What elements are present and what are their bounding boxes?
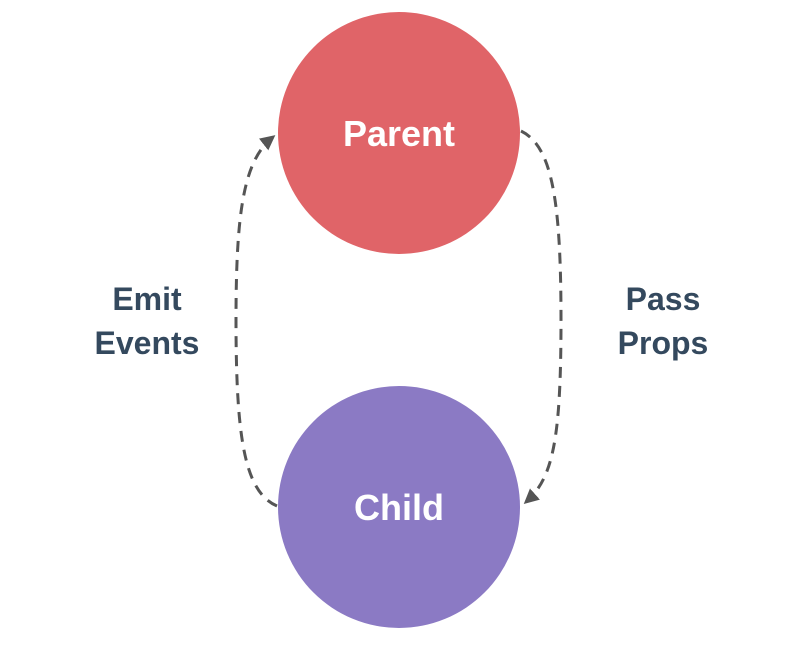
emit-events-edge: Emit Events — [95, 135, 278, 508]
child-node: Child — [278, 386, 520, 628]
pass-props-arrow — [520, 129, 563, 504]
parent-circle — [278, 12, 520, 254]
pass-props-label-line2: Props — [618, 325, 709, 361]
parent-node: Parent — [278, 12, 520, 254]
pass-props-edge: Pass Props — [520, 129, 709, 504]
child-circle — [278, 386, 520, 628]
child-label: Child — [354, 487, 444, 528]
pass-props-label-line1: Pass — [626, 281, 701, 317]
emit-events-arrow — [234, 135, 278, 508]
emit-events-label-line1: Emit — [112, 281, 182, 317]
emit-events-label-line2: Events — [95, 325, 200, 361]
parent-label: Parent — [343, 113, 455, 154]
